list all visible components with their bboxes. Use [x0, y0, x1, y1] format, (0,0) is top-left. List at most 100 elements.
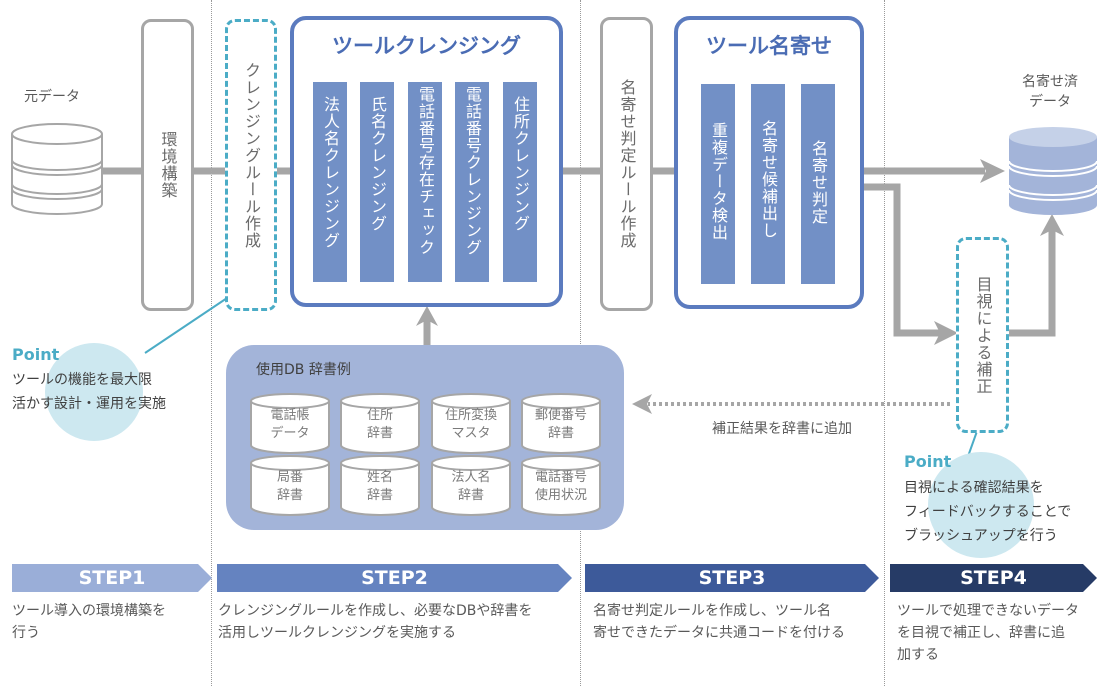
point2-line: フィードバックすることで [904, 504, 1072, 520]
cleansing-item: 法人名クレンジング [313, 82, 347, 282]
step-description-line: 寄せできたデータに共通コードを付ける [593, 625, 845, 641]
point-circle [45, 343, 143, 441]
connector-line [835, 183, 940, 337]
step-2-description: クレンジングルールを作成し、必要なDBや辞書を活用しツールクレンジングを実施する [218, 600, 532, 644]
dictionary-db-label: 住所辞書 [340, 407, 420, 443]
dictionary-db-icon: 住所変換マスタ [431, 393, 511, 454]
tool-matching-title: ツール名寄せ [706, 34, 832, 58]
source-database-icon [11, 123, 103, 215]
cylinder-shape [340, 455, 420, 516]
source-data-label: 元データ [24, 89, 80, 105]
point1-heading: Point [12, 345, 60, 364]
step-4-banner: STEP4 [890, 564, 1097, 592]
dictionary-db-label: 電話番号使用状況 [521, 469, 601, 505]
connector-line [1008, 230, 1056, 337]
dictionary-db-label: 郵便番号辞書 [521, 407, 601, 443]
step-2-banner: STEP2 [217, 564, 572, 592]
environment-setup-label: 環境構築 [158, 131, 178, 199]
dictionary-db-label-line: 住所 [366, 408, 393, 423]
cleansing-item-label: 住所クレンジング [511, 96, 530, 232]
dictionary-db-label: 局番辞書 [250, 469, 330, 505]
dictionary-db-label-line: 郵便番号 [534, 408, 587, 423]
cylinder-shape [250, 393, 330, 454]
step-description-line: 行う [12, 625, 40, 641]
dictionary-db-label: 姓名辞書 [340, 469, 420, 505]
matching-item-label: 名寄せ判定 [809, 140, 828, 225]
matching-item-label: 名寄せ候補出し [759, 120, 778, 239]
point2-text: 目視による確認結果を フィードバックすることで ブラッシュアップを行う [904, 476, 1071, 548]
dictionary-db-label-line: 姓名 [366, 470, 393, 485]
point2-line: 目視による確認結果を [904, 480, 1044, 496]
dictionary-db-icon: 住所辞書 [340, 393, 420, 454]
cylinder-shape [521, 393, 601, 454]
tool-cleansing-box: ツールクレンジング 法人名クレンジング 氏名クレンジング 電話番号存在チェック … [290, 16, 563, 307]
visual-correction-box: 目視による補正 [956, 237, 1009, 433]
step-4-description: ツールで処理できないデータを目視で補正し、辞書に追加する [897, 600, 1079, 666]
tool-matching-box: ツール名寄せ 重複データ検出 名寄せ候補出し 名寄せ判定 [674, 16, 864, 309]
dictionary-db-label-line: 辞書 [276, 488, 303, 503]
visual-correction-label: 目視による補正 [973, 275, 993, 395]
arrow-head [934, 321, 958, 345]
cleansing-rule-label: クレンジングルール作成 [242, 62, 261, 249]
point1-text: ツールの機能を最大限 活かす設計・運用を実施 [12, 368, 166, 416]
point1-line: 活かす設計・運用を実施 [12, 396, 166, 412]
dictionary-db-label: 法人名辞書 [431, 469, 511, 505]
dictionary-db-label-line: 使用状況 [534, 488, 587, 503]
step-description-line: 加する [897, 647, 939, 663]
step-description-line: 活用しツールクレンジングを実施する [218, 625, 456, 641]
matching-rule-box: 名寄せ判定ルール作成 [600, 17, 653, 311]
cylinder-shape [340, 393, 420, 454]
feedback-arrow-head [632, 394, 652, 414]
step-description-line: クレンジングルールを作成し、必要なDBや辞書を [218, 603, 533, 619]
dictionary-db-label-line: 辞書 [366, 426, 393, 441]
cleansing-item: 電話番号存在チェック [408, 82, 442, 282]
cleansing-item: 電話番号クレンジング [455, 82, 489, 282]
step-1-banner: STEP1 [12, 564, 212, 592]
arrow-head [416, 306, 438, 326]
merged-data-label-line: データ [1029, 94, 1071, 110]
matching-item: 重複データ検出 [701, 84, 735, 284]
feedback-label: 補正結果を辞書に追加 [712, 421, 852, 437]
step-description-line: ツール導入の環境構築を [12, 603, 166, 619]
step-3-banner: STEP3 [585, 564, 879, 592]
step-label: STEP2 [361, 567, 428, 589]
point2-heading: Point [904, 452, 952, 471]
dictionary-db-label: 住所変換マスタ [431, 407, 511, 443]
dictionary-db-label-line: 住所変換 [444, 408, 497, 423]
dictionary-db-label-line: 辞書 [366, 488, 393, 503]
step-1-description: ツール導入の環境構築を行う [12, 600, 166, 644]
step-description-line: を目視で補正し、辞書に追 [897, 625, 1065, 641]
merged-database-icon [1008, 127, 1098, 215]
step-label: STEP4 [960, 567, 1027, 589]
dictionary-db-icon: 電話番号使用状況 [521, 455, 601, 516]
point-circle [928, 452, 1034, 558]
cleansing-item-label: 電話番号存在チェック [416, 86, 435, 256]
dictionary-db-label-line: 電話番号 [534, 470, 587, 485]
environment-setup-box: 環境構築 [141, 19, 194, 311]
matching-item: 名寄せ候補出し [751, 84, 785, 284]
dictionary-db-label: 電話帳データ [250, 407, 330, 443]
arrow-head [980, 159, 1005, 183]
dictionary-db-icon: 姓名辞書 [340, 455, 420, 516]
step-3-description: 名寄せ判定ルールを作成し、ツール名寄せできたデータに共通コードを付ける [593, 600, 845, 644]
cylinder-shape [431, 393, 511, 454]
dictionary-db-label-line: 辞書 [547, 426, 574, 441]
step-separator [884, 0, 885, 686]
dictionary-db-icon: 局番辞書 [250, 455, 330, 516]
dictionary-title: 使用DB 辞書例 [256, 362, 351, 378]
dictionary-db-label-line: マスタ [451, 426, 491, 441]
dictionary-db-icon: 電話帳データ [250, 393, 330, 454]
step-label: STEP1 [78, 567, 146, 589]
arrow-head [1040, 214, 1064, 236]
merged-data-label: 名寄せ済 データ [1010, 72, 1090, 112]
cylinder-shape [250, 455, 330, 516]
matching-item-label: 重複データ検出 [709, 122, 728, 241]
dictionary-db-icon: 郵便番号辞書 [521, 393, 601, 454]
cleansing-item-label: 氏名クレンジング [368, 96, 387, 232]
dictionary-db-icon: 法人名辞書 [431, 455, 511, 516]
cleansing-rule-box: クレンジングルール作成 [225, 19, 277, 311]
matching-item: 名寄せ判定 [801, 84, 835, 284]
point1-line: ツールの機能を最大限 [12, 372, 152, 388]
dictionary-db-label-line: 局番 [276, 470, 303, 485]
